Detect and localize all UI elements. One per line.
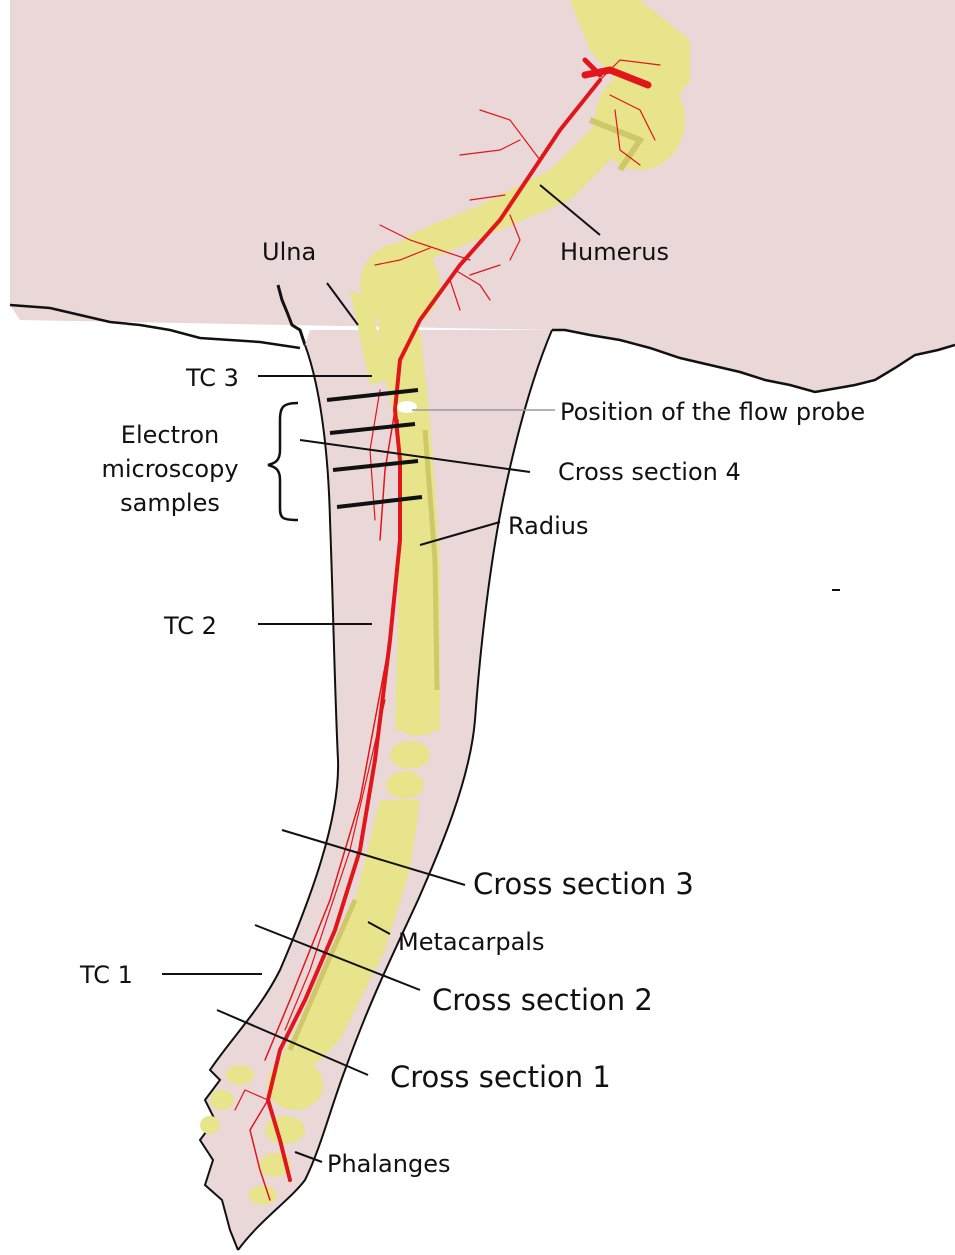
label-cross-section-1: Cross section 1 <box>390 1063 611 1092</box>
label-tc2: TC 2 <box>164 614 217 638</box>
label-em-line1: Electron <box>60 423 280 447</box>
label-phalanges: Phalanges <box>327 1152 450 1176</box>
label-humerus: Humerus <box>560 240 669 264</box>
label-ulna: Ulna <box>262 240 316 264</box>
label-flow-probe: Position of the flow probe <box>560 400 865 424</box>
label-metacarpals: Metacarpals <box>398 930 544 954</box>
label-radius: Radius <box>508 514 588 538</box>
label-cross-section-4: Cross section 4 <box>558 460 741 484</box>
flow-probe-marker <box>397 401 417 413</box>
label-cross-section-2: Cross section 2 <box>432 986 653 1015</box>
label-tc1: TC 1 <box>80 963 133 987</box>
label-em-line3: samples <box>60 491 280 515</box>
label-cross-section-3: Cross section 3 <box>473 870 694 899</box>
label-em-line2: microscopy <box>60 457 280 481</box>
label-tc3: TC 3 <box>186 366 239 390</box>
